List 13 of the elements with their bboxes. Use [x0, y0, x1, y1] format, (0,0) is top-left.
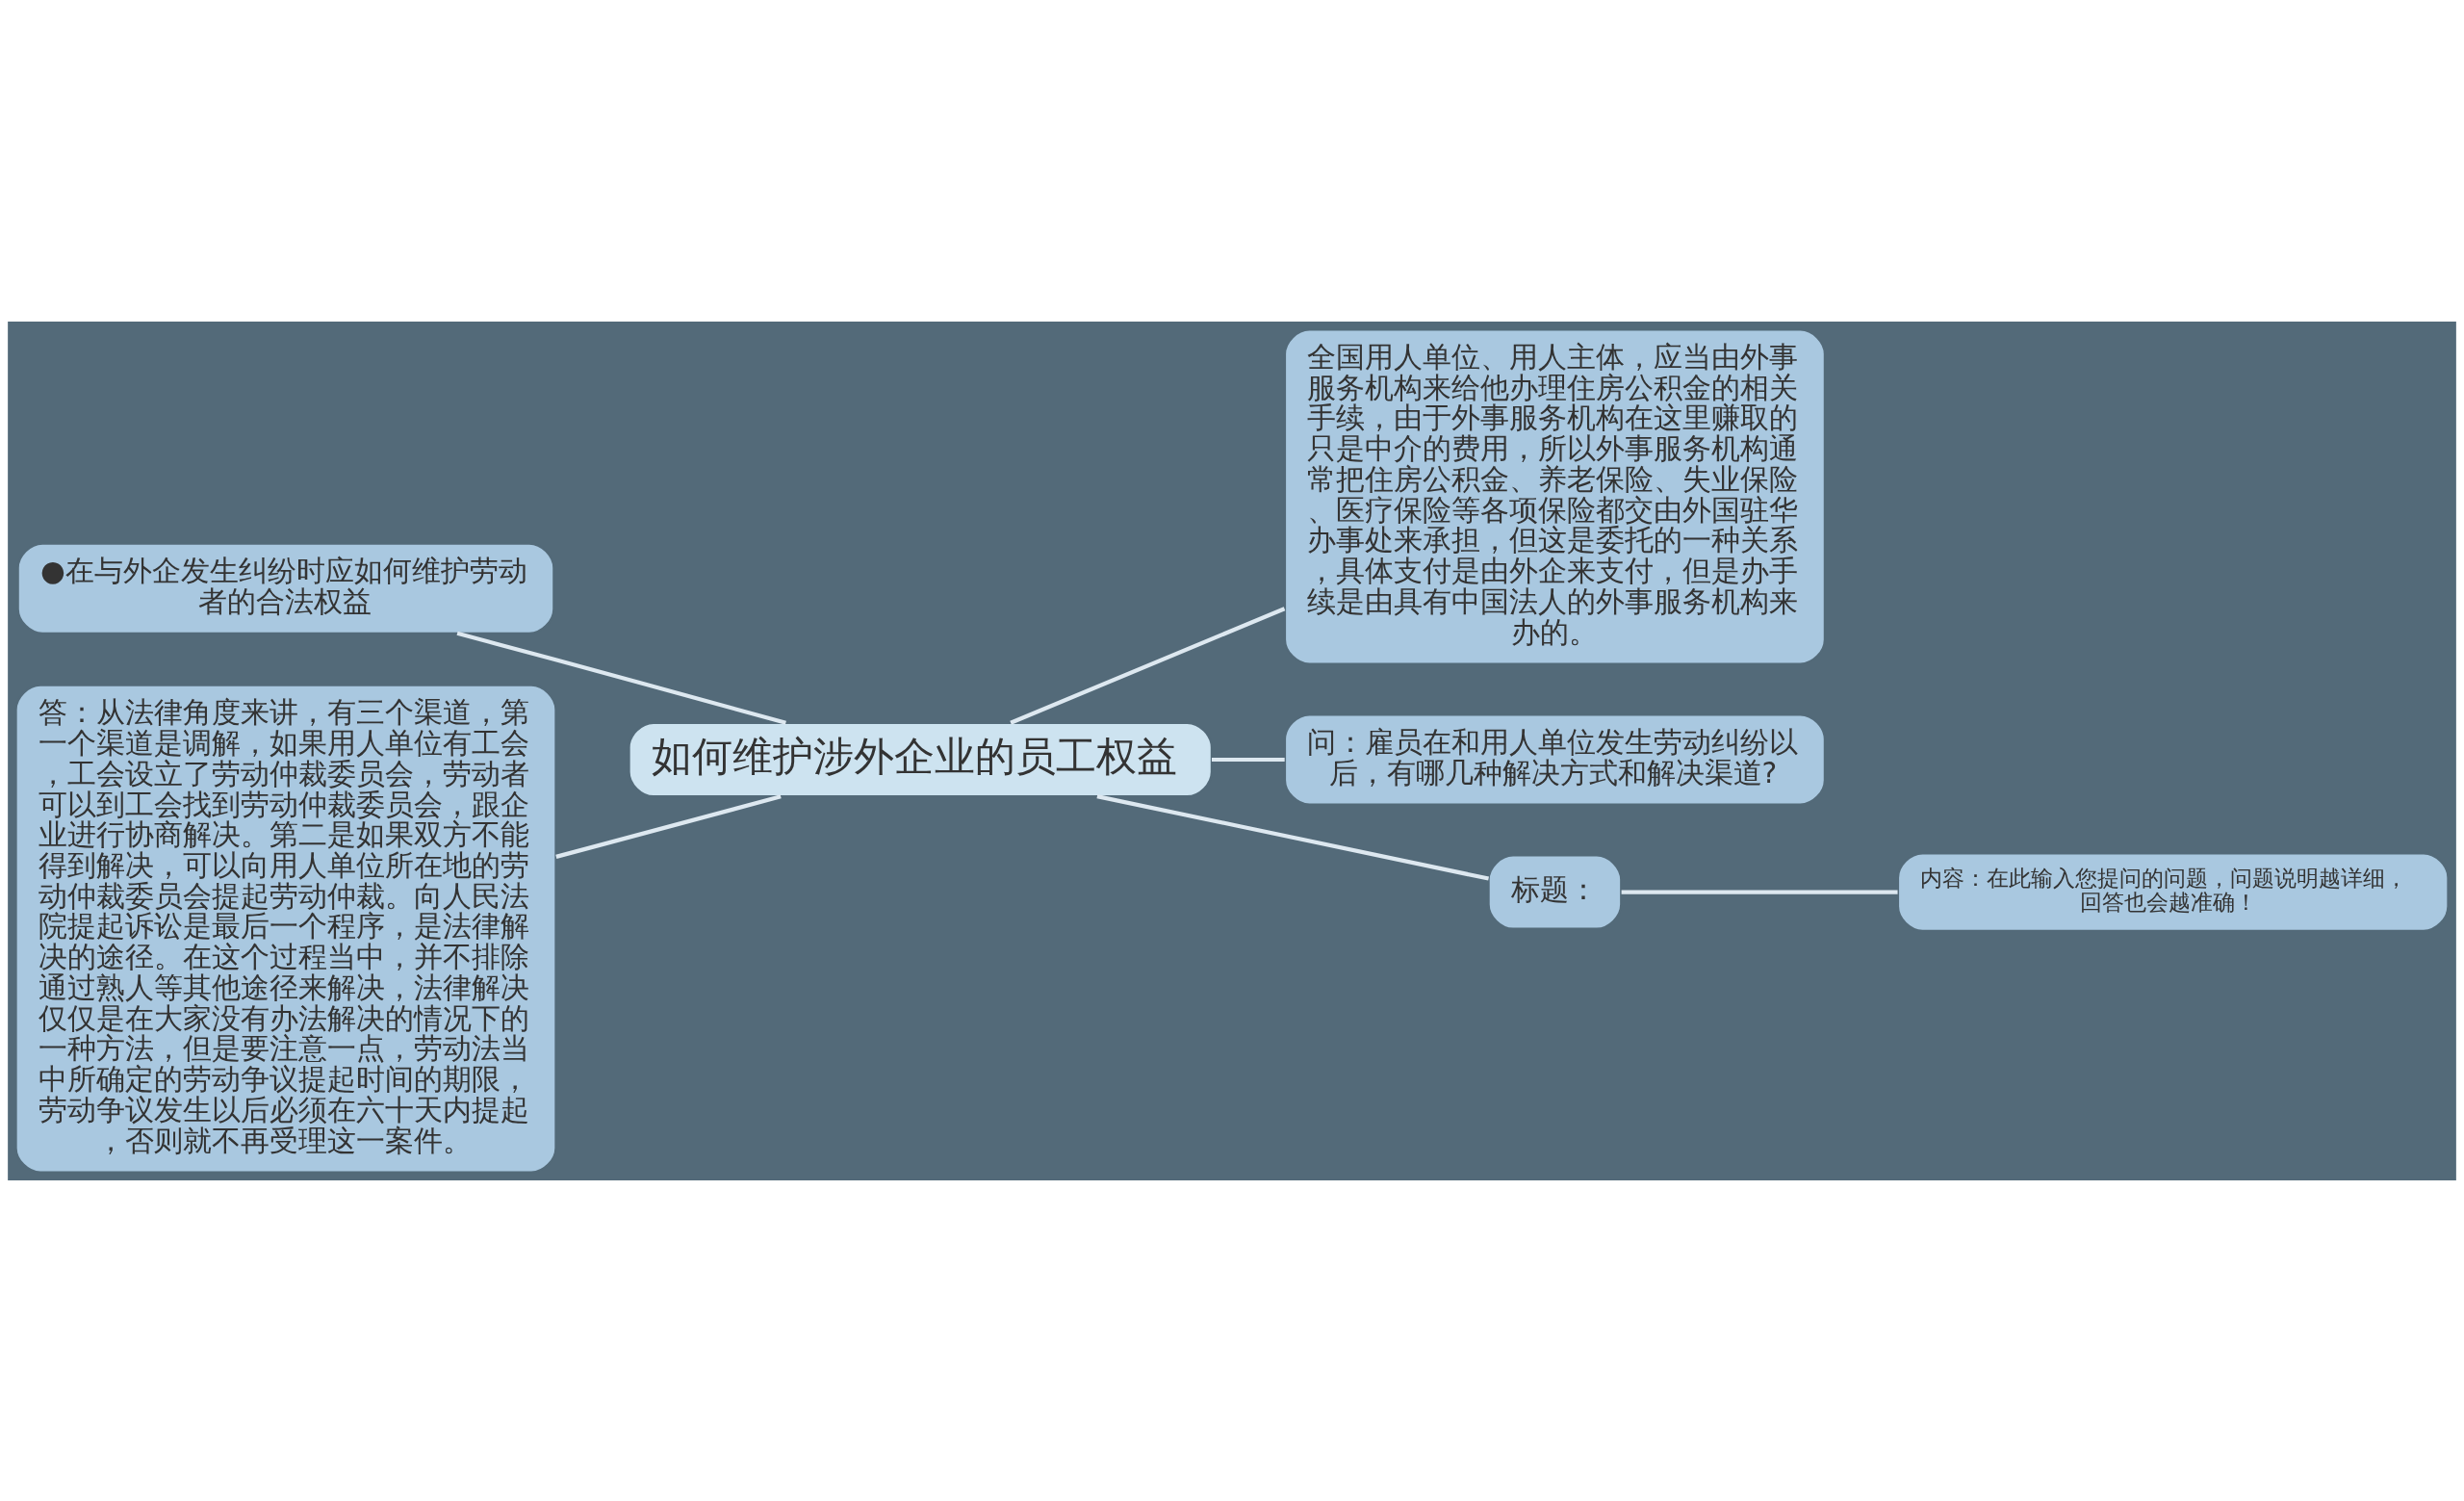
node-box: 问：雇员在和用人单位发生劳动纠纷以后，有哪几种解决方式和解决渠道?: [1283, 712, 1826, 806]
connector: [1212, 757, 1285, 762]
node-box: 内容：在此输入您提问的问题，问题说明越详细，回答也会越准确！: [1896, 851, 2450, 932]
node-box: 全国用人单位、用人主体，应当由外事服务机构来给他办理住房公积金的相关手续，由于外事服务机构在这里赚取的只是中介的费用，所以外事服务机构通常把住房公积金、养老保险、失业保险、医疗保险等各项保险都交由外国驻华办事处来承担，但这是委托的一种关系，具体支付是由外企来支付，但是办手续是由具有中国法人的外事服务机构来办的。: [1283, 327, 1826, 665]
node-box: 如何维护涉外企业的员工权益: [628, 721, 1213, 797]
connector: [1010, 606, 1286, 725]
node-box: 标题：: [1487, 853, 1623, 930]
connector: [555, 793, 782, 859]
connector: [456, 631, 786, 725]
node-box: 答：从法律角度来讲，有三个渠道，第一个渠道是调解，如果用人单位有工会，工会设立了劳动仲裁委员会，劳动者可以到工会找到劳动仲裁委员会，跟企业进行协商解决。第二是如果双方不能得到解决，可以向用人单位所在地的劳动仲裁委员会提起劳动仲裁。向人民法院提起诉讼是最后一个程序，是法律解决的途径。在这个过程当中，并不排除通过熟人等其他途径来解决，法律解决仅仅是在大家没有办法解决的情况下的一种方法，但是要注意一点，劳动法当中所确定的劳动争议提起时间的期限，劳动争议发生以后必须在六十天内提起，否则就不再受理这一案件。: [14, 684, 557, 1174]
node-box: ●在与外企发生纠纷时应如何维护劳动者的合法权益: [16, 542, 555, 634]
connector: [1096, 793, 1489, 881]
connector: [1621, 889, 1898, 894]
